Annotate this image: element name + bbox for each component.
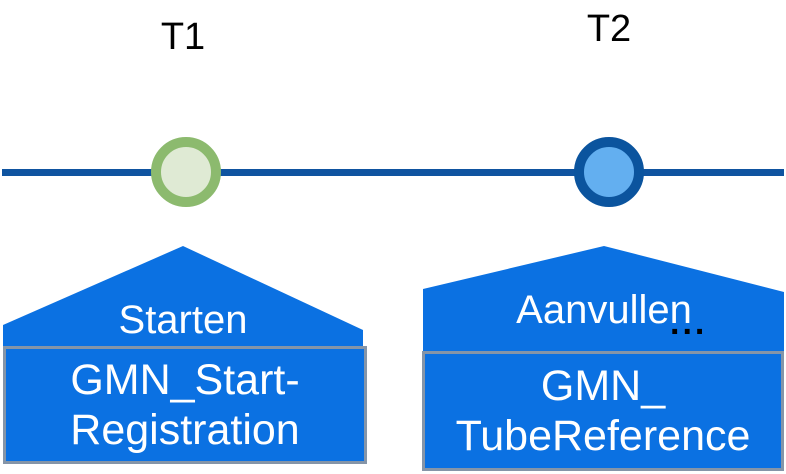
form-box-t2: GMN_ TubeReference — [422, 351, 784, 471]
time-label-t2: T2 — [586, 8, 632, 50]
form-box-t1-line1: GMN_Start- — [70, 356, 300, 404]
timeline-node-t2 — [574, 137, 644, 207]
time-label-t1: T1 — [160, 16, 206, 58]
form-box-t2-line2: TubeReference — [455, 412, 751, 460]
overflow-ellipsis: ... — [670, 304, 708, 342]
timeline-node-t1 — [151, 137, 221, 207]
action-label-t1: Starten — [118, 298, 248, 342]
callout-roof-t1 — [3, 246, 363, 352]
form-box-t1: GMN_Start- Registration — [3, 346, 367, 464]
form-box-t1-line2: Registration — [70, 406, 300, 454]
callout-roof-t2 — [423, 246, 784, 356]
timeline-line — [2, 169, 784, 176]
action-label-t2: Aanvullen — [516, 288, 692, 332]
form-box-t2-line1: GMN_ — [540, 362, 666, 410]
